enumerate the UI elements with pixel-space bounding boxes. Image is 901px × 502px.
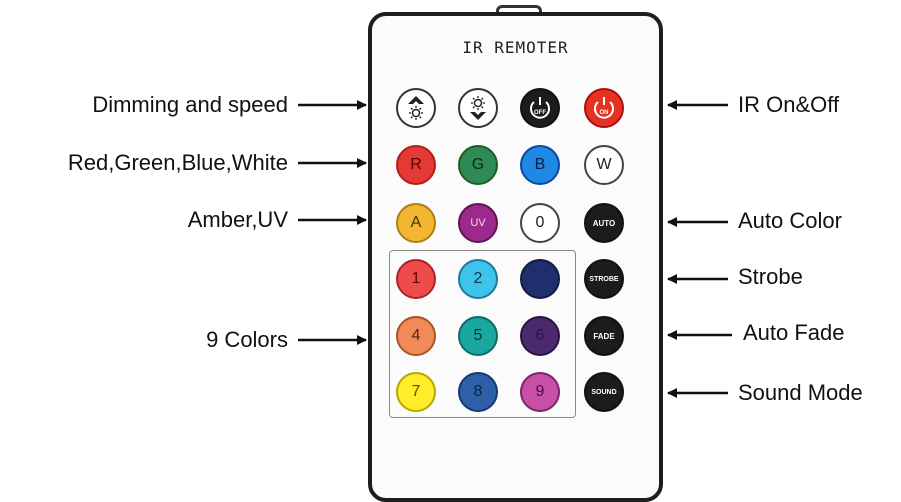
power-off-icon: OFF: [530, 97, 550, 119]
label-nine-colors: 9 Colors: [206, 327, 288, 352]
color-5-button[interactable]: 5: [458, 316, 498, 356]
color-4-button[interactable]: 4: [396, 316, 436, 356]
auto-color-button[interactable]: AUTO: [584, 203, 624, 243]
uv-button[interactable]: UV: [458, 203, 498, 243]
brightness-down-button[interactable]: [458, 88, 498, 128]
color-9-button[interactable]: 9: [520, 372, 560, 412]
label-ir-on-off: IR On&Off: [738, 92, 840, 117]
power-off-button[interactable]: OFF: [520, 88, 560, 128]
brightness-up-icon: [408, 96, 424, 120]
on-label: ON: [600, 110, 609, 116]
label-sound-mode: Sound Mode: [738, 380, 863, 405]
color-6-button[interactable]: 6: [520, 316, 560, 356]
color-2-button[interactable]: 2: [458, 259, 498, 299]
label-auto-fade: Auto Fade: [743, 320, 845, 345]
power-on-button[interactable]: ON: [584, 88, 624, 128]
arrows-layer: [298, 100, 732, 398]
off-label: OFF: [534, 110, 546, 116]
color-8-button[interactable]: 8: [458, 372, 498, 412]
color-7-button[interactable]: 7: [396, 372, 436, 412]
color-1-button[interactable]: 1: [396, 259, 436, 299]
color-3-button[interactable]: 3: [520, 259, 560, 299]
sound-mode-button[interactable]: SOUND: [584, 372, 624, 412]
amber-button[interactable]: A: [396, 203, 436, 243]
label-strobe: Strobe: [738, 264, 803, 289]
blue-button[interactable]: B: [520, 145, 560, 185]
label-auto-color: Auto Color: [738, 208, 842, 233]
power-on-icon: ON: [594, 97, 614, 119]
zero-button[interactable]: 0: [520, 203, 560, 243]
nine-colors-group-box: [389, 250, 576, 418]
brightness-down-icon: [470, 96, 486, 120]
label-dimming-and-speed: Dimming and speed: [92, 92, 288, 117]
white-button[interactable]: W: [584, 145, 624, 185]
label-red-green-blue-white: Red,Green,Blue,White: [67, 150, 288, 175]
red-button[interactable]: R: [396, 145, 436, 185]
fade-button[interactable]: FADE: [584, 316, 624, 356]
label-amber-uv: Amber,UV: [187, 207, 288, 232]
brightness-up-button[interactable]: [396, 88, 436, 128]
green-button[interactable]: G: [458, 145, 498, 185]
strobe-button[interactable]: STROBE: [584, 259, 624, 299]
remote-title: IR REMOTER: [462, 38, 569, 57]
